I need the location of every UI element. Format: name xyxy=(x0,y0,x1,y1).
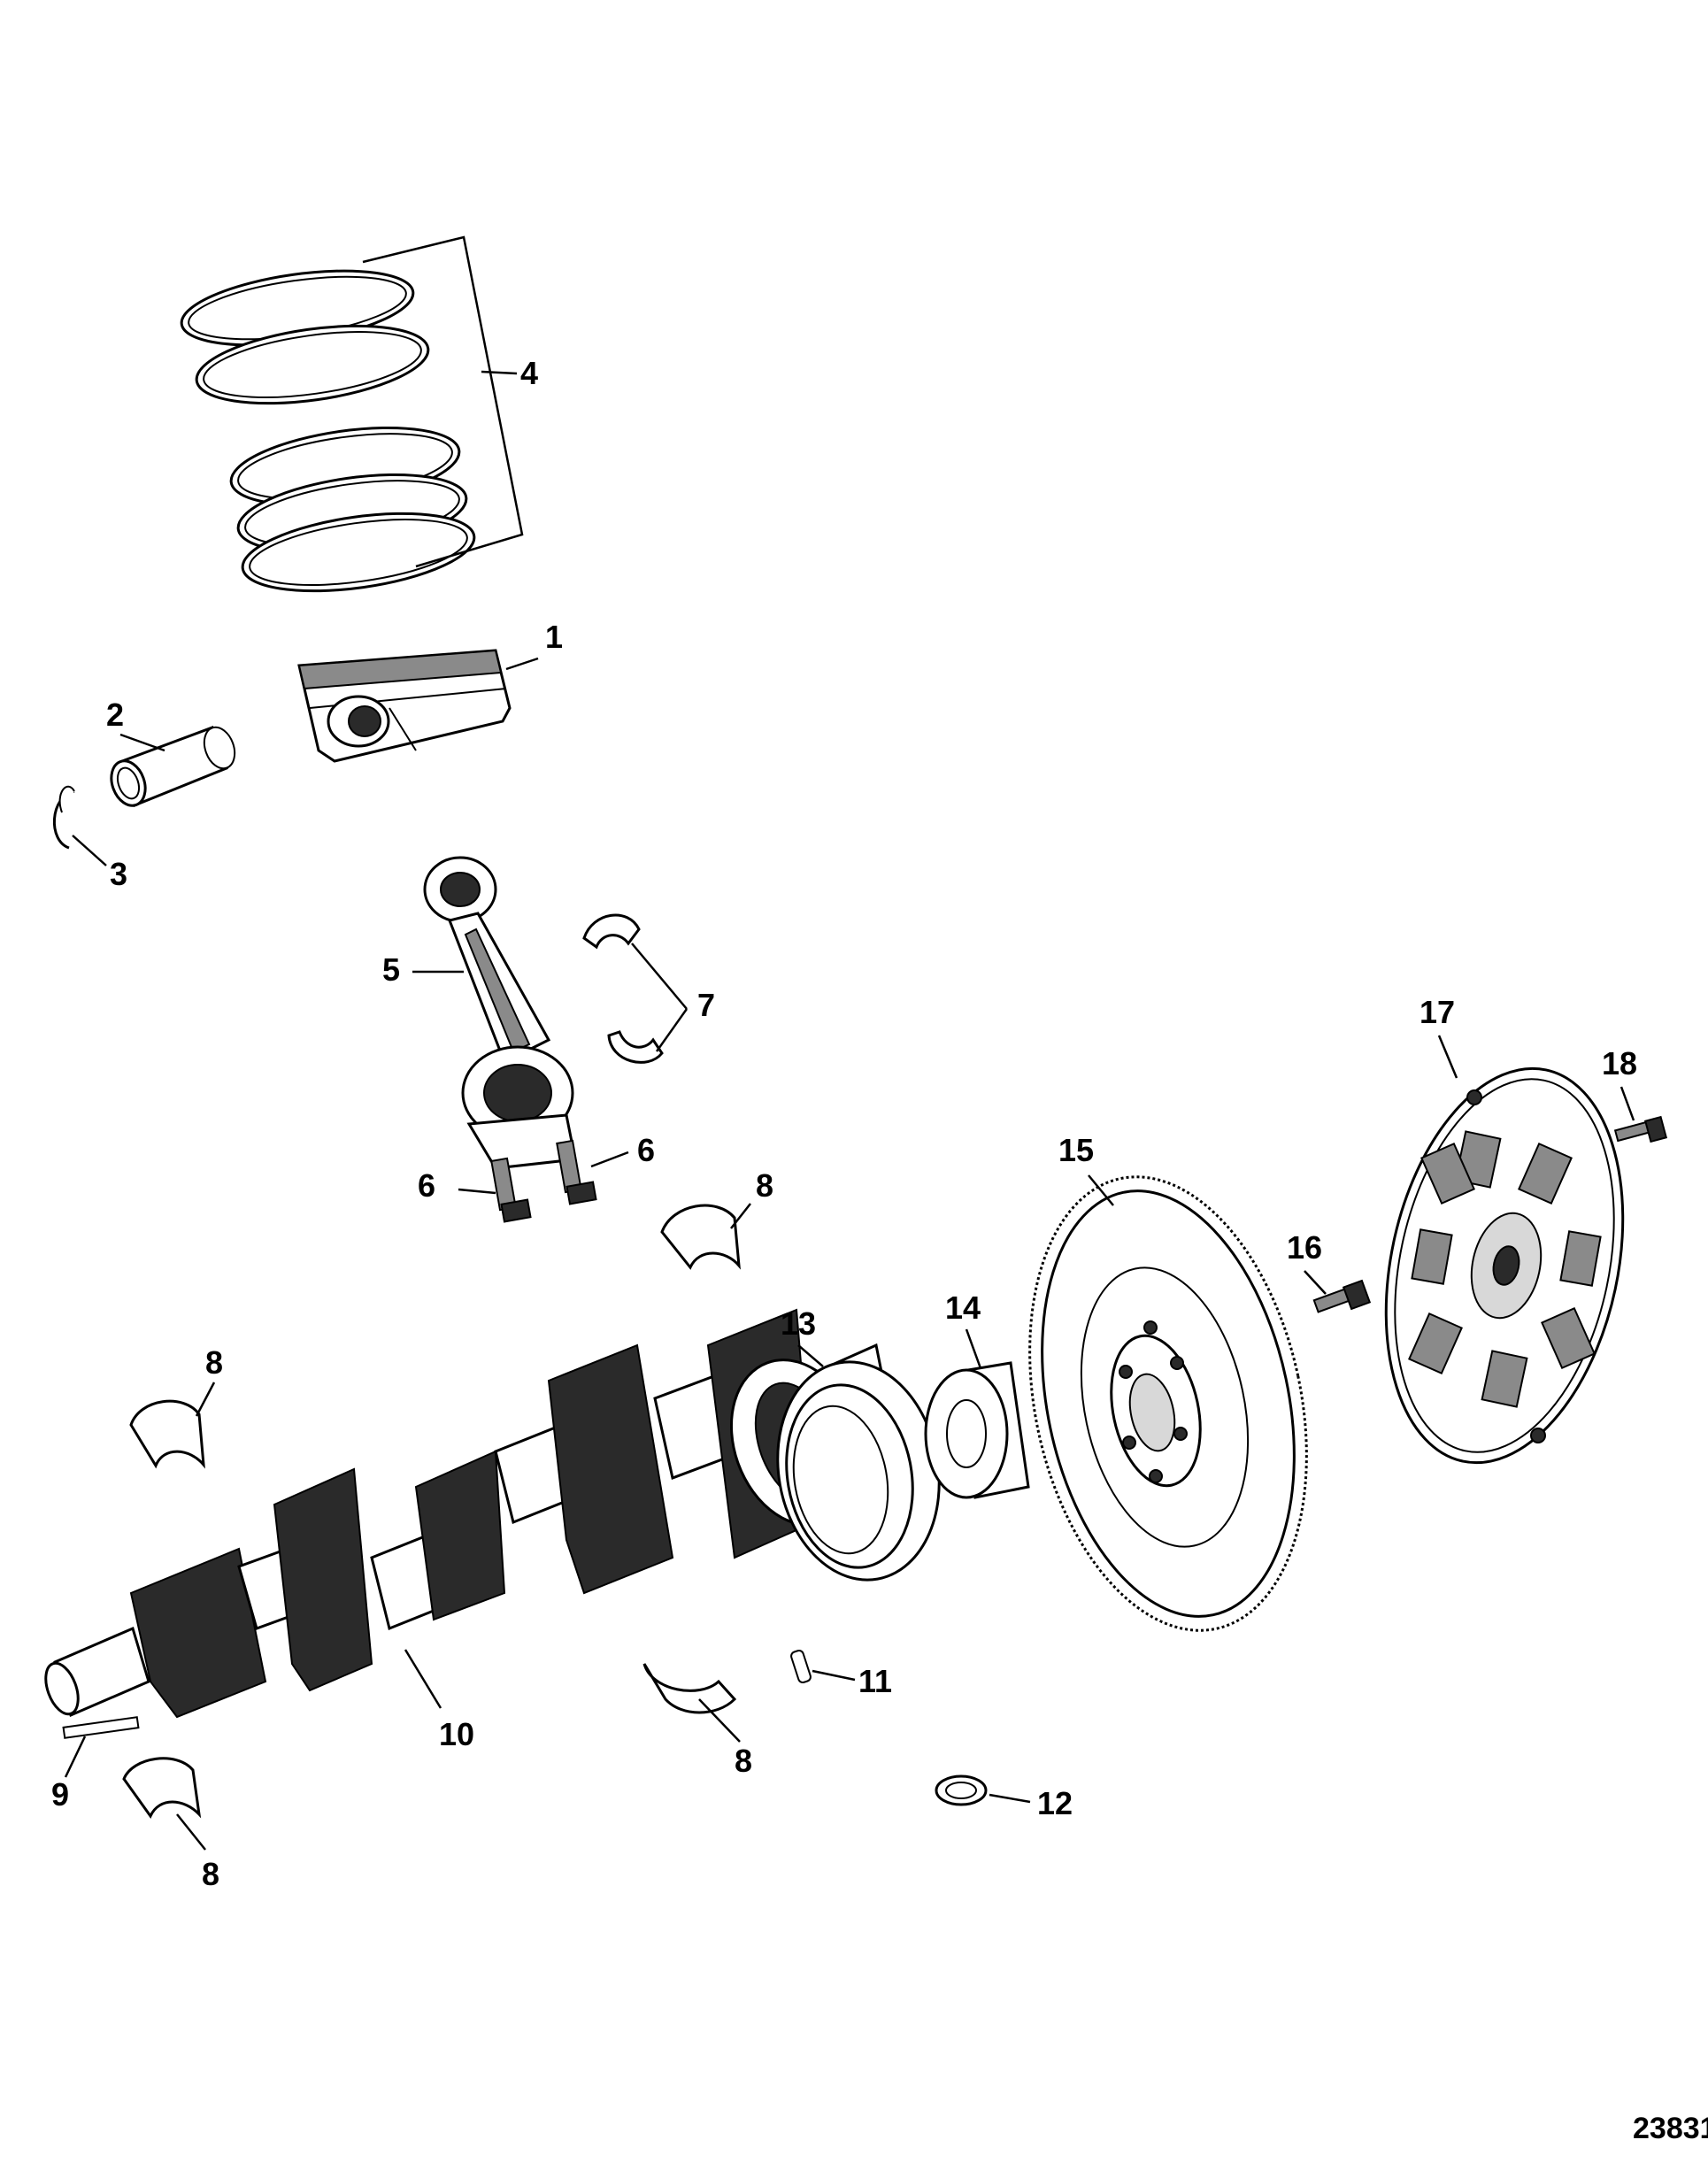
callout-17: 17 xyxy=(1419,994,1455,1030)
callout-8-left: 8 xyxy=(205,1344,223,1381)
callout-3: 3 xyxy=(110,856,127,892)
piston-pin xyxy=(110,726,236,808)
callout-18: 18 xyxy=(1602,1045,1637,1082)
flywheel xyxy=(1028,1175,1308,1632)
callouts: 1 2 3 4 5 6 6 7 8 8 8 8 9 10 11 12 13 14… xyxy=(51,355,1637,1892)
rod-bearing-upper xyxy=(582,913,641,950)
washer xyxy=(935,1774,988,1806)
dowel-pin xyxy=(790,1650,812,1683)
callout-16: 16 xyxy=(1287,1229,1322,1266)
callout-2: 2 xyxy=(106,697,124,733)
callout-4: 4 xyxy=(520,355,538,391)
callout-13: 13 xyxy=(781,1305,816,1342)
callout-5: 5 xyxy=(382,951,400,988)
main-bearing-c xyxy=(642,1663,737,1714)
callout-8-mid: 8 xyxy=(735,1743,752,1779)
callout-10: 10 xyxy=(439,1716,474,1752)
pin-lock-ring xyxy=(52,785,75,850)
callout-1: 1 xyxy=(545,619,563,655)
spacer-ring xyxy=(924,1361,1030,1499)
callout-6-left: 6 xyxy=(418,1167,435,1204)
piston xyxy=(297,649,512,763)
rear-main-seal xyxy=(776,1360,941,1582)
connecting-rod xyxy=(423,856,577,1170)
damper-plate xyxy=(1384,1066,1625,1465)
callout-6-right: 6 xyxy=(637,1132,655,1168)
callout-8-bottom: 8 xyxy=(202,1856,219,1892)
callout-9: 9 xyxy=(51,1776,69,1813)
crankshaft xyxy=(44,1308,896,1719)
damper-bolt xyxy=(1613,1115,1668,1143)
main-bearing-b xyxy=(129,1399,205,1469)
leader-lines xyxy=(64,370,1635,1851)
rod-bearing-lower xyxy=(607,1030,664,1064)
main-bearing-d xyxy=(122,1757,202,1819)
main-bearing-a xyxy=(660,1204,741,1270)
figure-id: 23831 xyxy=(1633,2112,1708,2145)
crank-key xyxy=(62,1716,140,1739)
rod-bolt-left xyxy=(490,1157,532,1223)
callout-14: 14 xyxy=(945,1289,981,1326)
callout-8-upper: 8 xyxy=(756,1167,773,1204)
flywheel-bolt xyxy=(1312,1279,1372,1313)
callout-11: 11 xyxy=(858,1663,892,1699)
callout-15: 15 xyxy=(1058,1132,1094,1168)
callout-7: 7 xyxy=(697,987,715,1023)
ring-bracket-lines xyxy=(362,235,524,568)
callout-12: 12 xyxy=(1037,1785,1073,1821)
rod-bolt-right xyxy=(556,1139,597,1205)
piston-rings xyxy=(180,269,476,593)
